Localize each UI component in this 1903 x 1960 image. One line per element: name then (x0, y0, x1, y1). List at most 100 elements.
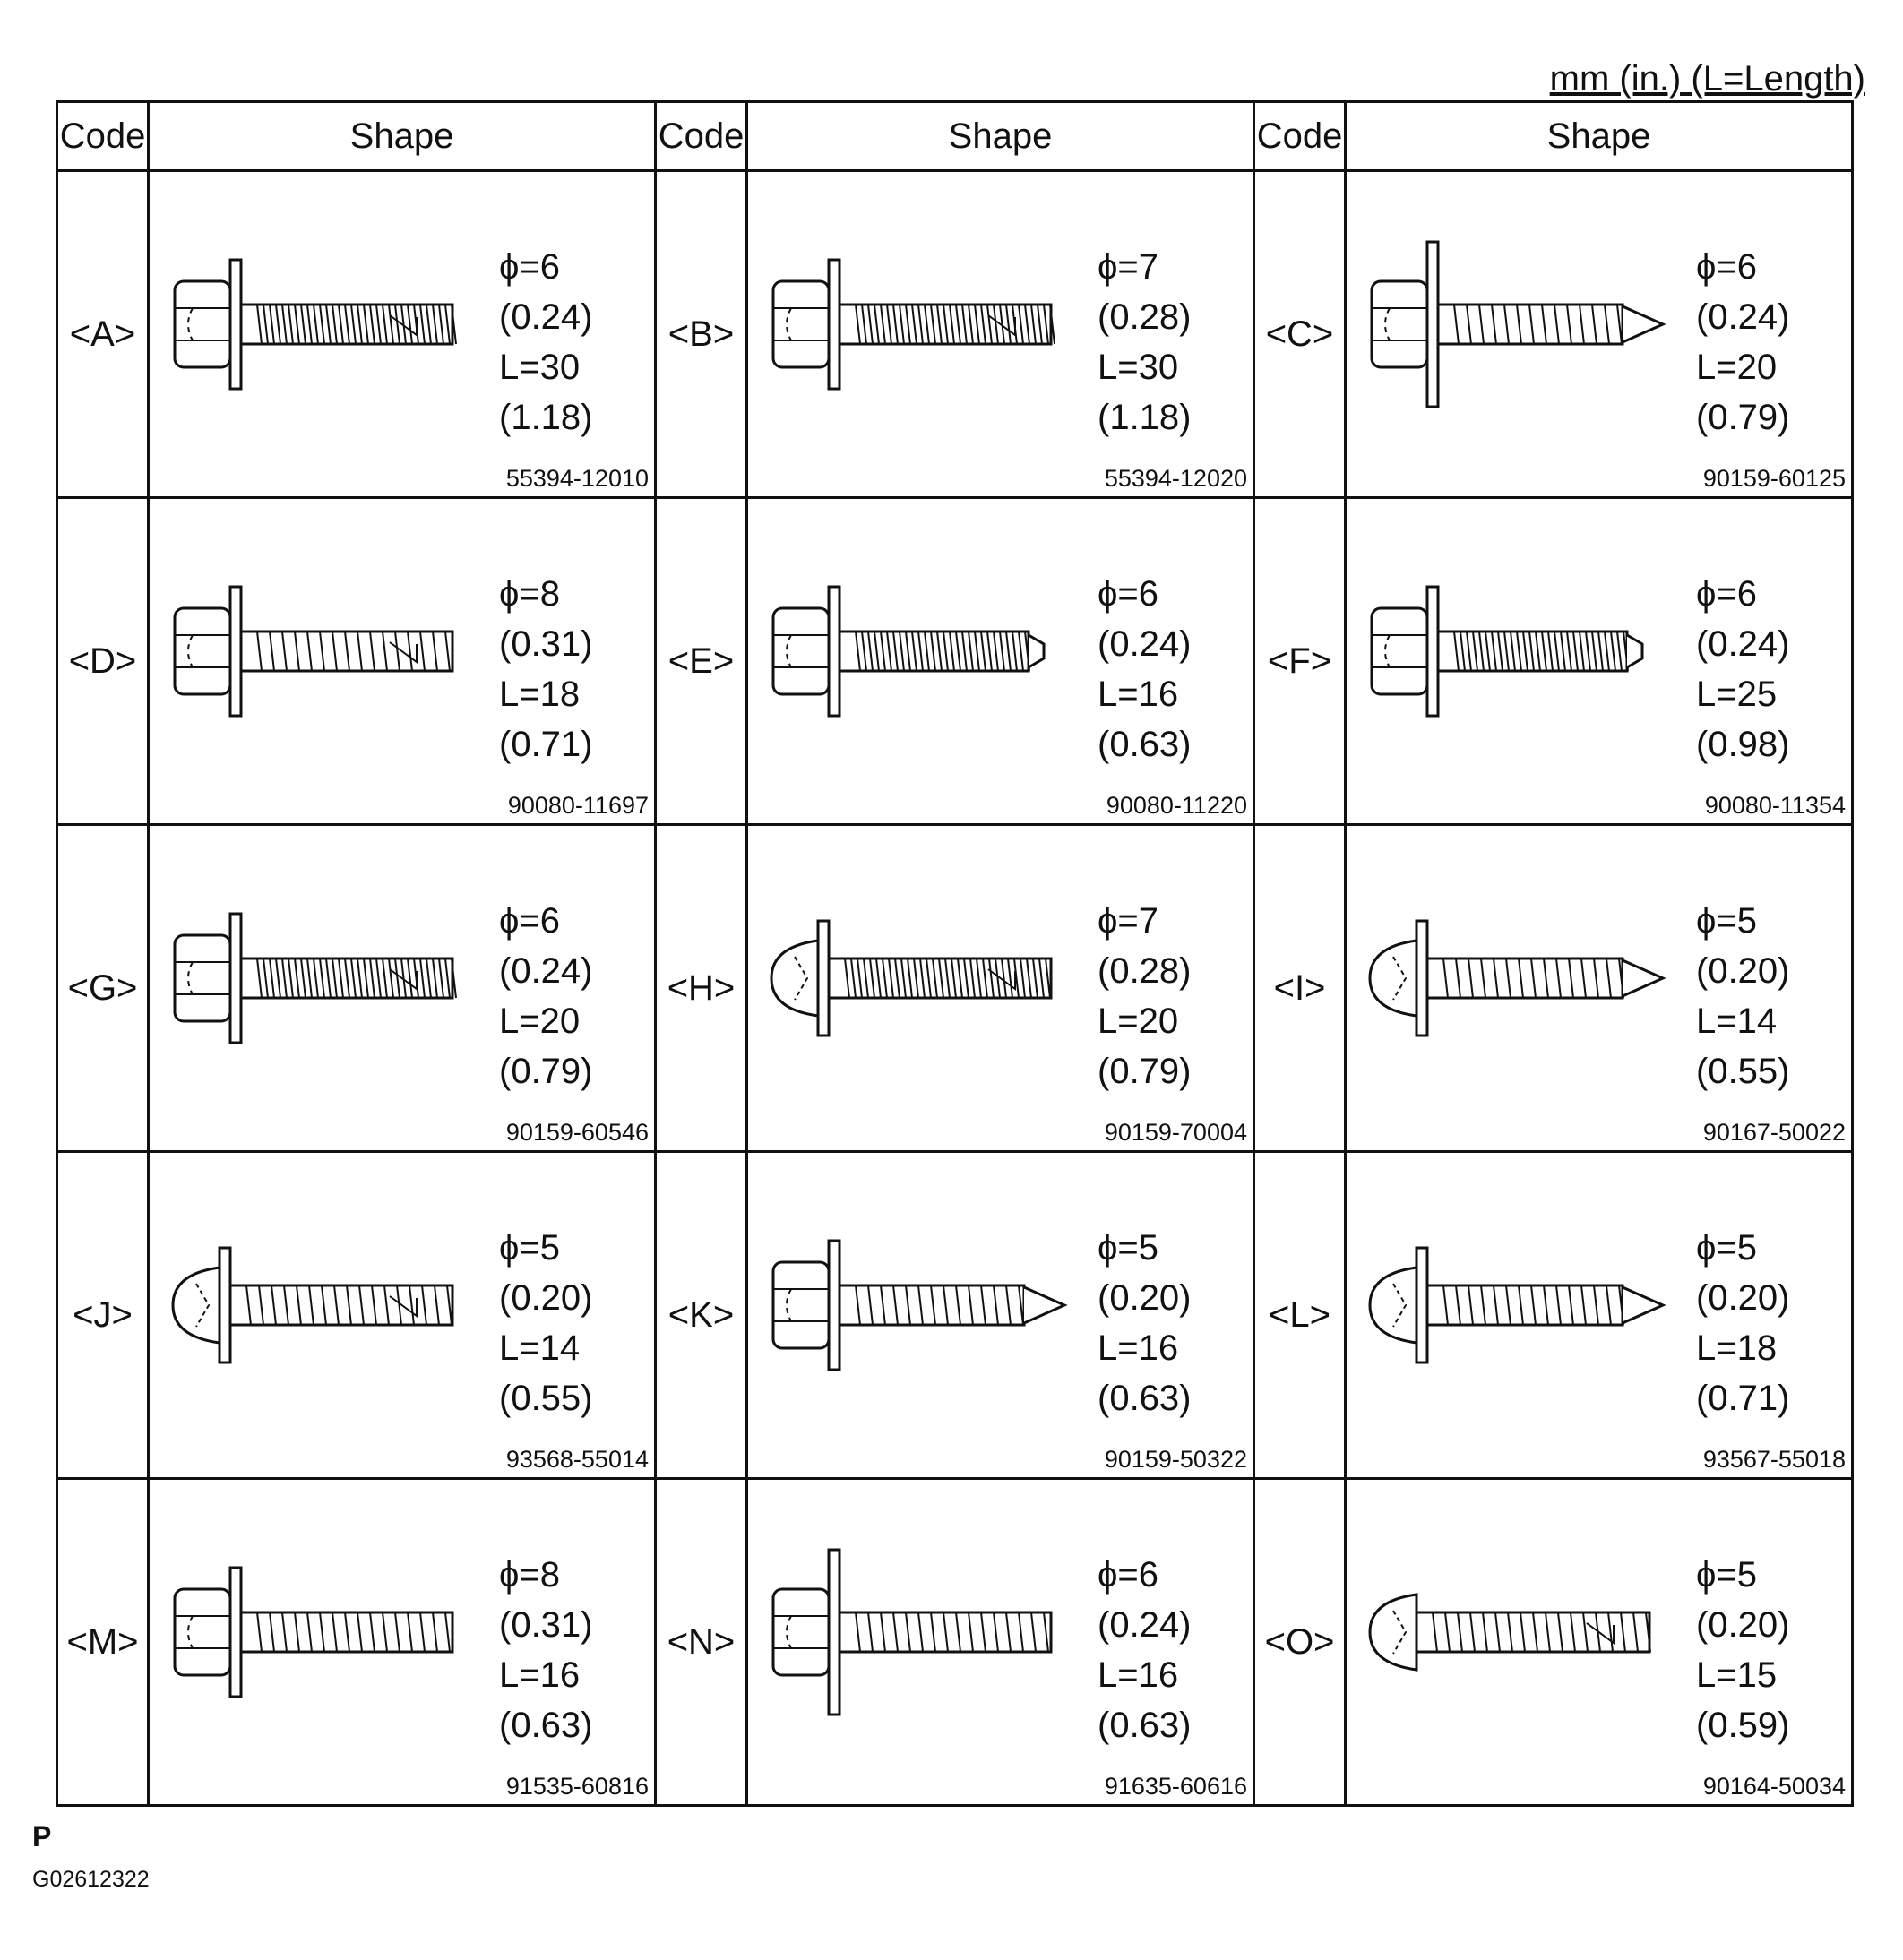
length-in: (1.18) (1098, 398, 1192, 437)
fastener-spec: ϕ=8(0.31)L=18(0.71) (499, 569, 593, 769)
fastener-code: <C> (1253, 169, 1347, 499)
length-mm: L=18 (499, 675, 581, 714)
part-number: 90080-11697 (507, 792, 649, 819)
fastener-code: <M> (56, 1477, 150, 1807)
fastener-drawing (1368, 919, 1666, 1037)
fastener-shape-cell: ϕ=6(0.24)L=30(1.18)55394-12010 (147, 169, 657, 499)
diameter-in: (0.24) (1696, 297, 1790, 337)
fastener-drawing (171, 1246, 454, 1364)
fastener-shape-cell: ϕ=5(0.20)L=15(0.59)90164-50034 (1344, 1477, 1854, 1807)
fastener-spec: ϕ=5(0.20)L=18(0.71) (1696, 1223, 1790, 1423)
fastener-spec: ϕ=6(0.24)L=30(1.18) (499, 242, 593, 443)
fastener-code: <F> (1253, 496, 1347, 826)
fastener-shape-cell: ϕ=7(0.28)L=20(0.79)90159-70004 (745, 823, 1255, 1153)
fastener-drawing (771, 258, 1055, 391)
fastener-spec: ϕ=6(0.24)L=25(0.98) (1696, 569, 1790, 769)
length-in: (1.18) (499, 398, 593, 437)
diameter-in: (0.20) (1696, 1605, 1790, 1645)
header-row: Code Shape Code Shape Code Shape (56, 100, 1854, 172)
length-mm: L=14 (1696, 1001, 1778, 1041)
fastener-spec: ϕ=6 (0.24) L=20 (0.79) (1696, 242, 1790, 443)
diameter-in: (0.24) (499, 951, 593, 991)
fastener-spec: ϕ=7(0.28)L=20(0.79) (1098, 896, 1192, 1096)
diameter-mm: ϕ=8 (499, 1555, 561, 1595)
part-number: 93567-55018 (1702, 1446, 1846, 1473)
length-mm: L=30 (1098, 348, 1179, 387)
diameter-in: (0.31) (499, 1605, 593, 1645)
diameter-in: (0.24) (1098, 1605, 1192, 1645)
figure-id: G02612322 (32, 1867, 150, 1892)
diameter-mm: ϕ=7 (1098, 901, 1159, 941)
diameter-mm: ϕ=6 (1696, 574, 1758, 614)
diameter-in: (0.24) (499, 297, 593, 337)
length-in: (0.79) (1098, 1052, 1192, 1091)
diameter-in: (0.20) (1098, 1278, 1192, 1318)
fastener-shape-cell: ϕ=6(0.24)L=16(0.63)91635-60616 (745, 1477, 1255, 1807)
units-note: mm (in.) (L=Length) (1549, 59, 1865, 99)
part-number: 90167-50022 (1702, 1119, 1846, 1146)
length-mm: L=18 (1696, 1328, 1778, 1368)
fastener-spec: ϕ=6(0.24)L=16(0.63) (1098, 569, 1192, 769)
fastener-spec: ϕ=5 (0.20) L=16 (0.63) (1098, 1223, 1192, 1423)
diameter-mm: ϕ=6 (1098, 574, 1159, 614)
fastener-table: Code Shape Code Shape Code Shape <A>ϕ=6(… (56, 100, 1854, 1807)
part-number: 90159-60546 (505, 1119, 649, 1146)
diameter-mm: ϕ=5 (1098, 1228, 1159, 1268)
diameter-mm: ϕ=5 (1696, 1555, 1758, 1595)
length-in: (0.63) (1098, 1379, 1192, 1418)
length-in: (0.79) (1696, 398, 1790, 437)
fastener-code: <D> (56, 496, 150, 826)
part-number: 90080-11220 (1106, 792, 1247, 819)
part-number: 91635-60616 (1104, 1773, 1247, 1800)
fastener-shape-cell: ϕ=8(0.31)L=16(0.63)91535-60816 (147, 1477, 657, 1807)
fastener-drawing (1370, 240, 1666, 408)
diameter-mm: ϕ=7 (1098, 247, 1159, 287)
diameter-in: (0.24) (1098, 624, 1192, 664)
fastener-spec: ϕ=5(0.20)L=14(0.55) (499, 1223, 593, 1423)
diameter-in: (0.20) (1696, 1278, 1790, 1318)
length-in: (0.63) (1098, 725, 1192, 764)
fastener-shape-cell: ϕ=6(0.24)L=20(0.79) 90159-60546 (147, 823, 657, 1153)
fastener-spec: ϕ=5(0.20)L=15(0.59) (1696, 1550, 1790, 1750)
fastener-shape-cell: ϕ=5 (0.20) L=16 (0.63) 90159-50322 (745, 1150, 1255, 1480)
fastener-code: <K> (654, 1150, 748, 1480)
length-mm: L=25 (1696, 675, 1778, 714)
part-number: 93568-55014 (505, 1446, 649, 1473)
diameter-in: (0.28) (1098, 297, 1192, 337)
fastener-spec: ϕ=8(0.31)L=16(0.63) (499, 1550, 593, 1750)
code-header: Code (654, 100, 748, 172)
part-number: 55394-12010 (505, 465, 649, 492)
code-header: Code (56, 100, 150, 172)
part-number: 90159-50322 (1104, 1446, 1247, 1473)
fastener-spec: ϕ=5(0.20)L=14(0.55) (1696, 896, 1790, 1096)
length-mm: L=20 (1696, 348, 1778, 387)
table-row: <A>ϕ=6(0.24)L=30(1.18)55394-12010<B>ϕ=7(… (56, 169, 1854, 499)
diameter-mm: ϕ=6 (1696, 247, 1758, 287)
part-number: 90080-11354 (1704, 792, 1846, 819)
length-mm: L=20 (1098, 1001, 1179, 1041)
part-number: 90159-70004 (1104, 1119, 1247, 1146)
length-in: (0.98) (1696, 725, 1790, 764)
length-in: (0.71) (1696, 1379, 1790, 1418)
fastener-code: <A> (56, 169, 150, 499)
fastener-drawing (1368, 1593, 1651, 1672)
fastener-code: <L> (1253, 1150, 1347, 1480)
footer-label: P (32, 1820, 52, 1853)
length-mm: L=16 (1098, 1655, 1179, 1695)
length-in: (0.59) (1696, 1706, 1790, 1745)
length-in: (0.63) (499, 1706, 593, 1745)
fastener-drawing (771, 1548, 1053, 1716)
diameter-mm: ϕ=8 (499, 574, 561, 614)
fastener-shape-cell: ϕ=6 (0.24) L=20 (0.79) 90159-60125 (1344, 169, 1854, 499)
length-in: (0.55) (1696, 1052, 1790, 1091)
length-mm: L=30 (499, 348, 581, 387)
fastener-code: <J> (56, 1150, 150, 1480)
diameter-mm: ϕ=5 (1696, 901, 1758, 941)
length-in: (0.55) (499, 1379, 593, 1418)
part-number: 90159-60125 (1702, 465, 1846, 492)
length-mm: L=16 (1098, 1328, 1179, 1368)
part-number: 90164-50034 (1702, 1773, 1846, 1800)
fastener-spec: ϕ=6(0.24)L=16(0.63) (1098, 1550, 1192, 1750)
code-header: Code (1253, 100, 1347, 172)
fastener-spec: ϕ=6(0.24)L=20(0.79) (499, 896, 593, 1096)
